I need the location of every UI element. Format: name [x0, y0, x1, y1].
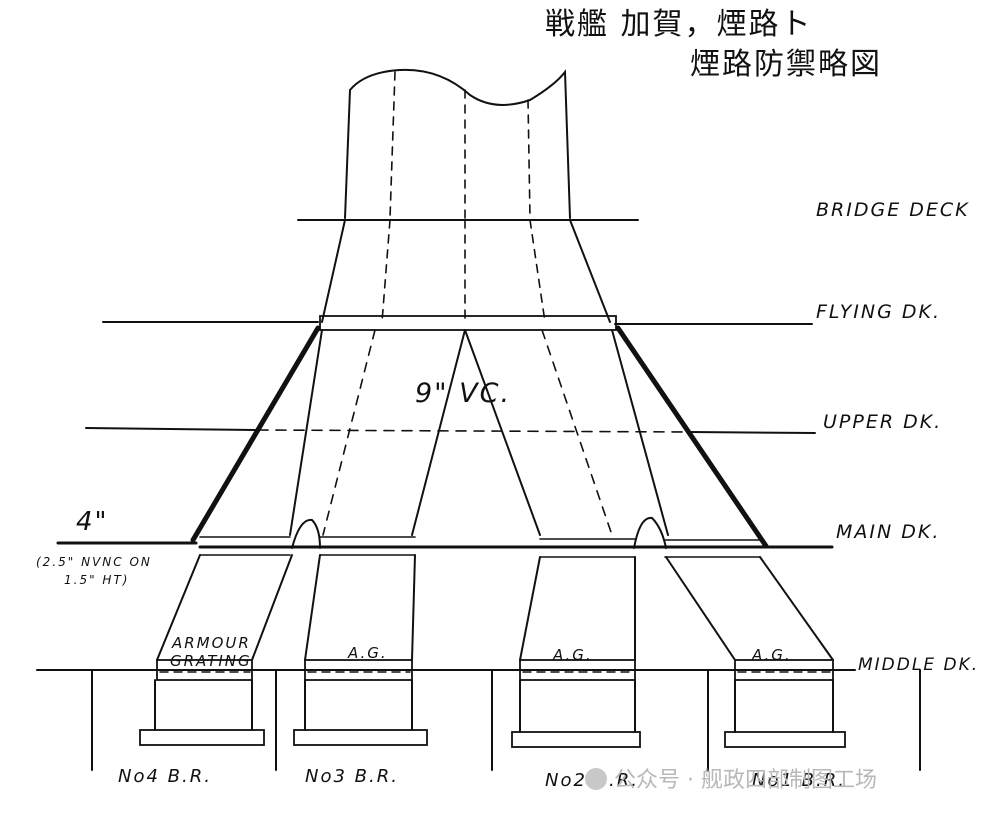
label-flying-deck: FLYING DK. — [816, 301, 941, 323]
side-armour-right — [615, 325, 769, 549]
side-armour-left — [190, 325, 321, 543]
funnel-outline — [344, 68, 571, 219]
upper-deck-line-left — [85, 427, 259, 431]
label-ag-no1: A.G. — [751, 646, 792, 664]
label-side-armour-note-1: (2.5" NVNC ON — [36, 555, 152, 569]
label-armour-grating-2: GRATING — [170, 652, 252, 670]
title-line-2: 煙路防禦略図 — [690, 47, 882, 82]
label-ag-no3: A.G. — [347, 644, 388, 662]
label-side-armour-thickness: 4" — [76, 507, 109, 537]
label-main-deck: MAIN DK. — [836, 521, 940, 543]
label-boiler-room-4: No4 B.R. — [118, 766, 212, 787]
label-middle-deck: MIDDLE DK. — [858, 655, 979, 675]
label-bridge-deck: BRIDGE DECK — [816, 199, 970, 221]
label-upper-deck: UPPER DK. — [823, 411, 942, 433]
watermark: 公众号 · 舰政四部制图工场 — [585, 768, 877, 793]
label-ag-no2: A.G. — [552, 646, 593, 664]
label-armour-grating-1: ARMOUR — [171, 634, 251, 652]
label-side-armour-note-2: 1.5" HT) — [64, 573, 129, 587]
title-line-1: 戦艦 加賀，煙路ト — [545, 7, 813, 42]
wechat-icon — [585, 768, 607, 790]
label-boiler-room-1: No1 B.R. — [752, 770, 846, 791]
label-boiler-room-3: No3 B.R. — [305, 766, 399, 787]
label-uptake-armour: 9" VC. — [415, 378, 511, 409]
watermark-text: 公众号 · 舰政四部制图工场 — [614, 768, 877, 793]
